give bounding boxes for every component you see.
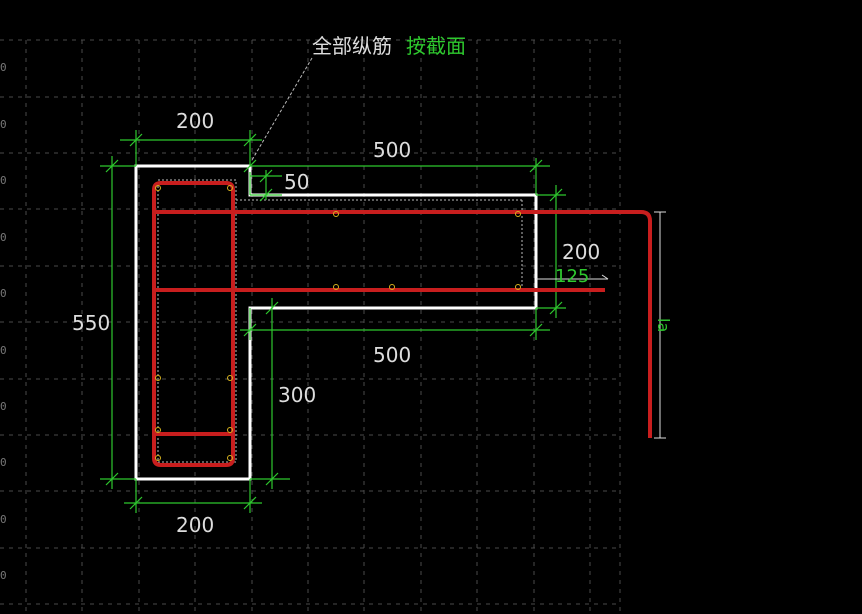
title-label: 全部纵筋 [312,34,392,58]
dim-wing-height: 200 [562,240,600,264]
svg-text:0: 0 [0,231,7,244]
left-axis-marks: 0 0 0 0 0 0 0 0 0 0 [0,61,7,582]
svg-text:0: 0 [0,513,7,526]
dim-bottom-width: 200 [176,513,214,537]
dim-bottom-wing: 500 [373,343,411,367]
svg-text:0: 0 [0,61,7,74]
svg-text:0: 0 [0,456,7,469]
dim-cover: 125 [555,266,589,287]
svg-text:0: 0 [0,118,7,131]
dim-total-height: 550 [72,311,110,335]
rebar-lines [152,181,652,467]
svg-text:0: 0 [0,344,7,357]
rebar-dots [155,185,521,461]
cover-marker [536,274,609,280]
dim-top-wing: 500 [373,138,411,162]
dim-offset: 50 [284,170,309,194]
svg-text:0: 0 [0,569,7,582]
stirrup-lines [157,179,523,463]
section-mode-link[interactable]: 按截面 [406,34,466,58]
svg-text:0: 0 [0,400,7,413]
svg-text:0: 0 [0,174,7,187]
dim-lower-height: 300 [278,383,316,407]
background-grid [0,39,621,614]
dim-top-width: 200 [176,109,214,133]
leader-line [251,57,313,161]
anchor-length-label: la [654,318,673,332]
svg-text:0: 0 [0,287,7,300]
dimension-lines [100,130,566,513]
anchor-bracket [654,211,666,439]
